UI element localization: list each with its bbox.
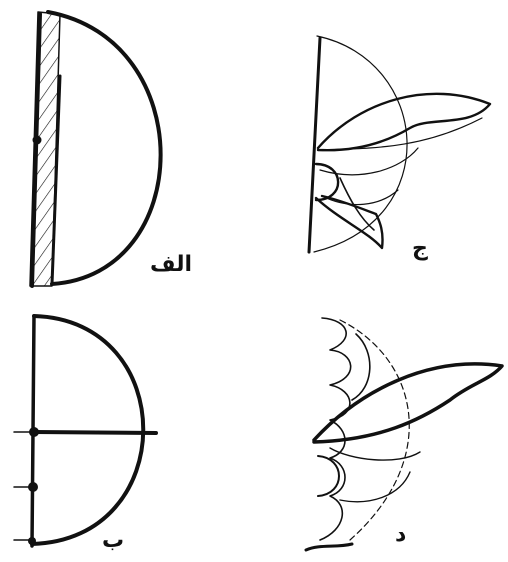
bottom-stroke [306, 544, 352, 550]
radius-line [34, 432, 156, 433]
construction-arc [340, 320, 409, 540]
half-circle-outline [32, 316, 143, 544]
panel-label-be: ب [102, 528, 124, 553]
end-dot [28, 537, 36, 545]
center-dot [33, 136, 42, 145]
construction-arc [314, 36, 407, 252]
inner-arc-2 [330, 448, 420, 460]
panel-label-jim: ج [412, 236, 428, 261]
center-dot [29, 427, 39, 437]
panel-dal [306, 318, 502, 550]
vertical-axis [309, 38, 320, 252]
panel-jim [309, 36, 490, 252]
large-leaf-top [318, 94, 490, 150]
inner-arc-3 [340, 472, 410, 502]
panel-alef [30, 12, 161, 286]
panel-label-dal: د [395, 522, 406, 547]
inner-arc-1 [352, 334, 370, 400]
panel-label-alef: الف [150, 252, 192, 277]
small-half-circle [318, 456, 339, 496]
panel-be [14, 316, 156, 546]
mid-dot [28, 482, 38, 492]
small-half-circle [316, 164, 338, 200]
half-circle-outline [48, 12, 161, 284]
